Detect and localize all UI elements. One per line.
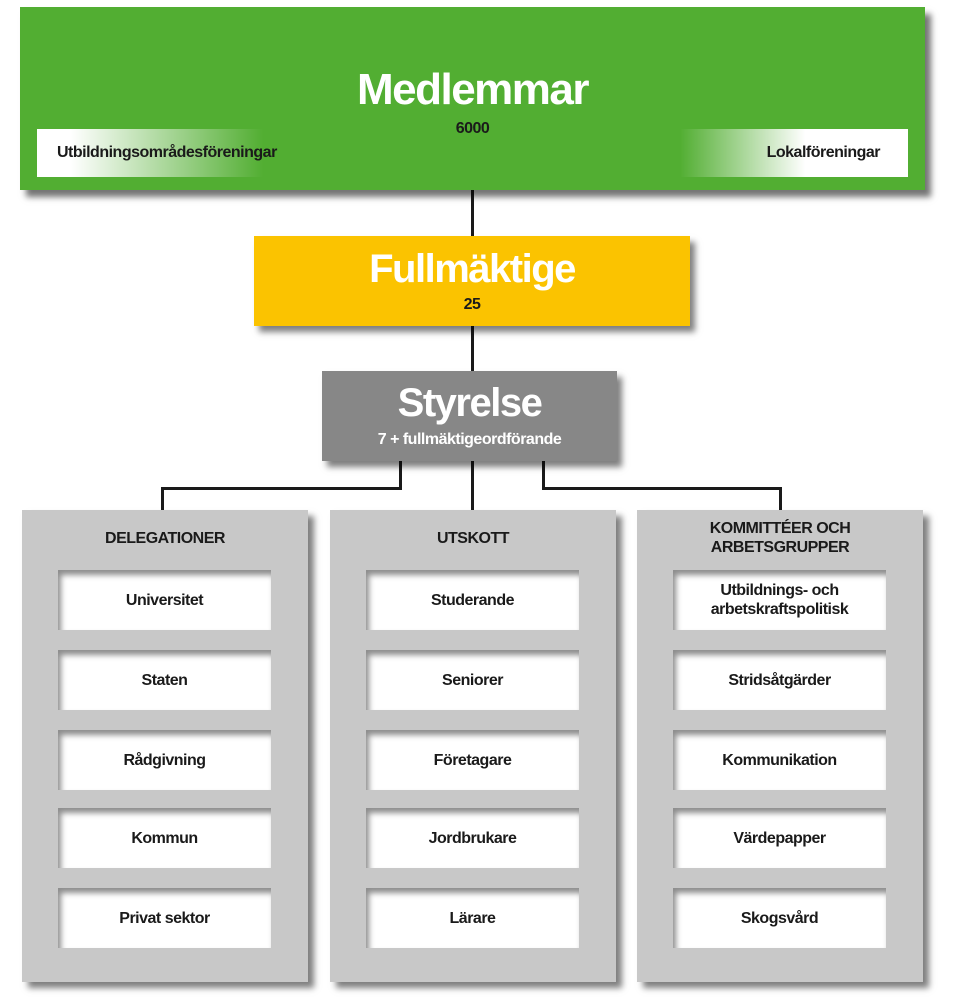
column-box: KOMMITTÉER OCH ARBETSGRUPPER Utbildnings-…	[637, 510, 923, 982]
board-subtitle: 7 + fullmäktigeordförande	[377, 431, 562, 448]
list-item: Universitet	[58, 570, 271, 630]
council-box: Fullmäktige 25	[254, 236, 690, 326]
list-item: Värdepapper	[673, 808, 886, 868]
connector	[471, 461, 474, 510]
connector	[542, 487, 782, 490]
council-count: 25	[463, 296, 481, 313]
list-item: Företagare	[366, 730, 579, 790]
connector	[471, 326, 474, 371]
left-label: Utbildningsområdesföreningar	[37, 129, 320, 177]
list-item: Studerande	[366, 570, 579, 630]
list-item: Kommunikation	[673, 730, 886, 790]
list-item: Skogsvård	[673, 888, 886, 948]
members-count: 6000	[455, 120, 490, 137]
list-item: Staten	[58, 650, 271, 710]
list-item: Seniorer	[366, 650, 579, 710]
list-item: Privat sektor	[58, 888, 271, 948]
connector	[542, 461, 545, 490]
members-title: Medlemmar	[356, 65, 590, 114]
council-title: Fullmäktige	[369, 247, 576, 291]
list-item: Jordbrukare	[366, 808, 579, 868]
column-title: DELEGATIONER	[105, 529, 225, 547]
board-box: Styrelse 7 + fullmäktigeordförande	[322, 371, 617, 461]
connector	[779, 487, 782, 510]
board-title: Styrelse	[397, 381, 543, 425]
list-item: Utbildnings- och arbetskraftspolitisk	[673, 570, 886, 630]
list-item: Kommun	[58, 808, 271, 868]
right-label: Lokalföreningar	[680, 129, 908, 177]
connector	[471, 190, 474, 236]
column-title: KOMMITTÉER OCH ARBETSGRUPPER	[709, 520, 851, 556]
connector	[161, 487, 164, 510]
members-box: Medlemmar 6000 Utbildningsområdesförenin…	[20, 7, 925, 190]
connector	[161, 487, 402, 490]
list-item: Rådgivning	[58, 730, 271, 790]
connector	[399, 461, 402, 490]
column-title: UTSKOTT	[436, 529, 510, 547]
list-item: Stridsåtgärder	[673, 650, 886, 710]
list-item: Lärare	[366, 888, 579, 948]
